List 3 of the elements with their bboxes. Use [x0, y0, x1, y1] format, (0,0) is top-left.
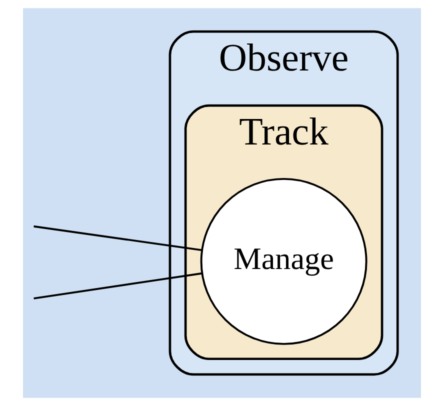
connector [34, 272, 202, 300]
node-circle: Manage [200, 178, 368, 345]
connector [34, 225, 202, 252]
